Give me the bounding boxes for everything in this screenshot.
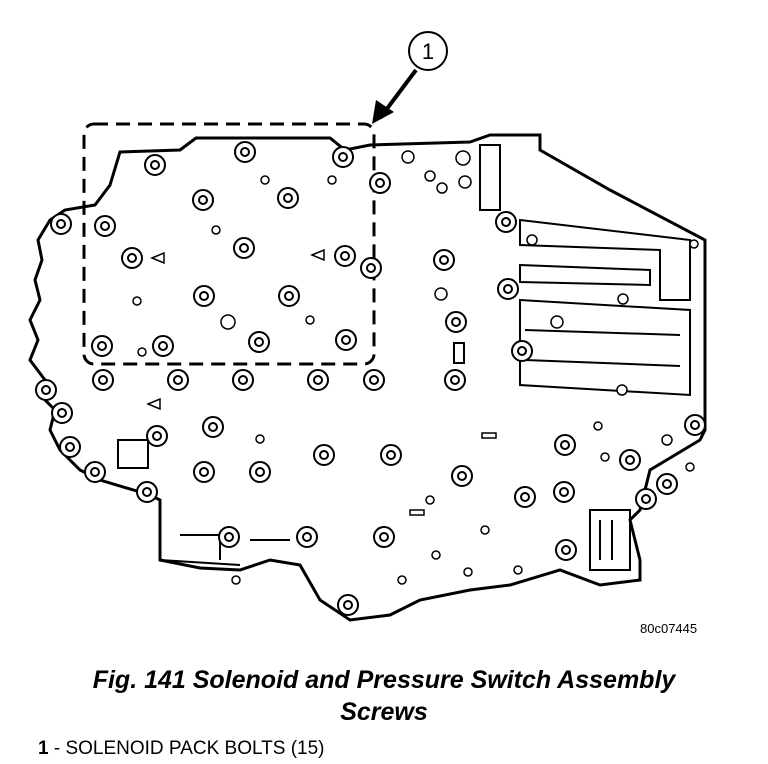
bolt (553, 481, 575, 503)
bolt (445, 311, 467, 333)
bolt (248, 331, 270, 353)
bolt (433, 249, 455, 271)
valve-body-channels (117, 144, 691, 571)
bolt (249, 461, 271, 483)
bolt (192, 189, 214, 211)
bolt (146, 425, 168, 447)
bolts (91, 141, 357, 357)
bolt (278, 285, 300, 307)
bolt (334, 245, 356, 267)
body-bolts (35, 172, 706, 616)
figure-caption: Fig. 141 Solenoid and Pressure Switch As… (0, 664, 768, 728)
bolt (495, 211, 517, 233)
bolt (51, 402, 73, 424)
bolt (277, 187, 299, 209)
bolt (59, 436, 81, 458)
bolt (511, 340, 533, 362)
bolt (296, 526, 318, 548)
bolt (373, 526, 395, 548)
bolt (35, 379, 57, 401)
bolt (656, 473, 678, 495)
bolt (369, 172, 391, 194)
legend-item-number: 1 (38, 738, 49, 759)
bolt (152, 335, 174, 357)
valve-body-diagram: 1 (28, 31, 707, 622)
holes (132, 150, 699, 585)
bolt (193, 285, 215, 307)
legend: 1 - SOLENOID PACK BOLTS (15) (38, 738, 325, 760)
legend-item-text: - SOLENOID PACK BOLTS (15) (48, 738, 325, 759)
bolt (497, 278, 519, 300)
bolt (451, 465, 473, 487)
bolt (167, 369, 189, 391)
caption-line-2: Screws (340, 698, 428, 726)
bolt (444, 369, 466, 391)
bolt (337, 594, 359, 616)
caption-line-1: Fig. 141 Solenoid and Pressure Switch As… (92, 666, 676, 694)
bolt (233, 237, 255, 259)
bolt (92, 369, 114, 391)
callout-arrowhead (372, 100, 394, 124)
bolt (360, 257, 382, 279)
bolt (94, 215, 116, 237)
callout-circle (408, 31, 448, 71)
bolt (335, 329, 357, 351)
arrow-markers (146, 248, 497, 516)
bolt (380, 444, 402, 466)
bolt (332, 146, 354, 168)
bolt (635, 488, 657, 510)
bolt (202, 416, 224, 438)
bolt (363, 369, 385, 391)
bolt (193, 461, 215, 483)
bolt (218, 526, 240, 548)
bolt (619, 449, 641, 471)
bolt (50, 213, 72, 235)
bolt (136, 481, 158, 503)
bolt (555, 539, 577, 561)
bolt (307, 369, 329, 391)
bolt (514, 486, 536, 508)
bolt (232, 369, 254, 391)
figure-code: 80c07445 (640, 621, 698, 636)
valve-body-outline (28, 133, 707, 622)
bolt (313, 444, 335, 466)
bolt (144, 154, 166, 176)
bolt (554, 434, 576, 456)
bolt (121, 247, 143, 269)
callout-number: 1 (422, 39, 434, 64)
bolt (91, 335, 113, 357)
solenoid-pack-outline (82, 122, 376, 366)
bolt (684, 414, 706, 436)
bolt (84, 461, 106, 483)
bolt (234, 141, 256, 163)
callout: 1 (372, 31, 448, 124)
